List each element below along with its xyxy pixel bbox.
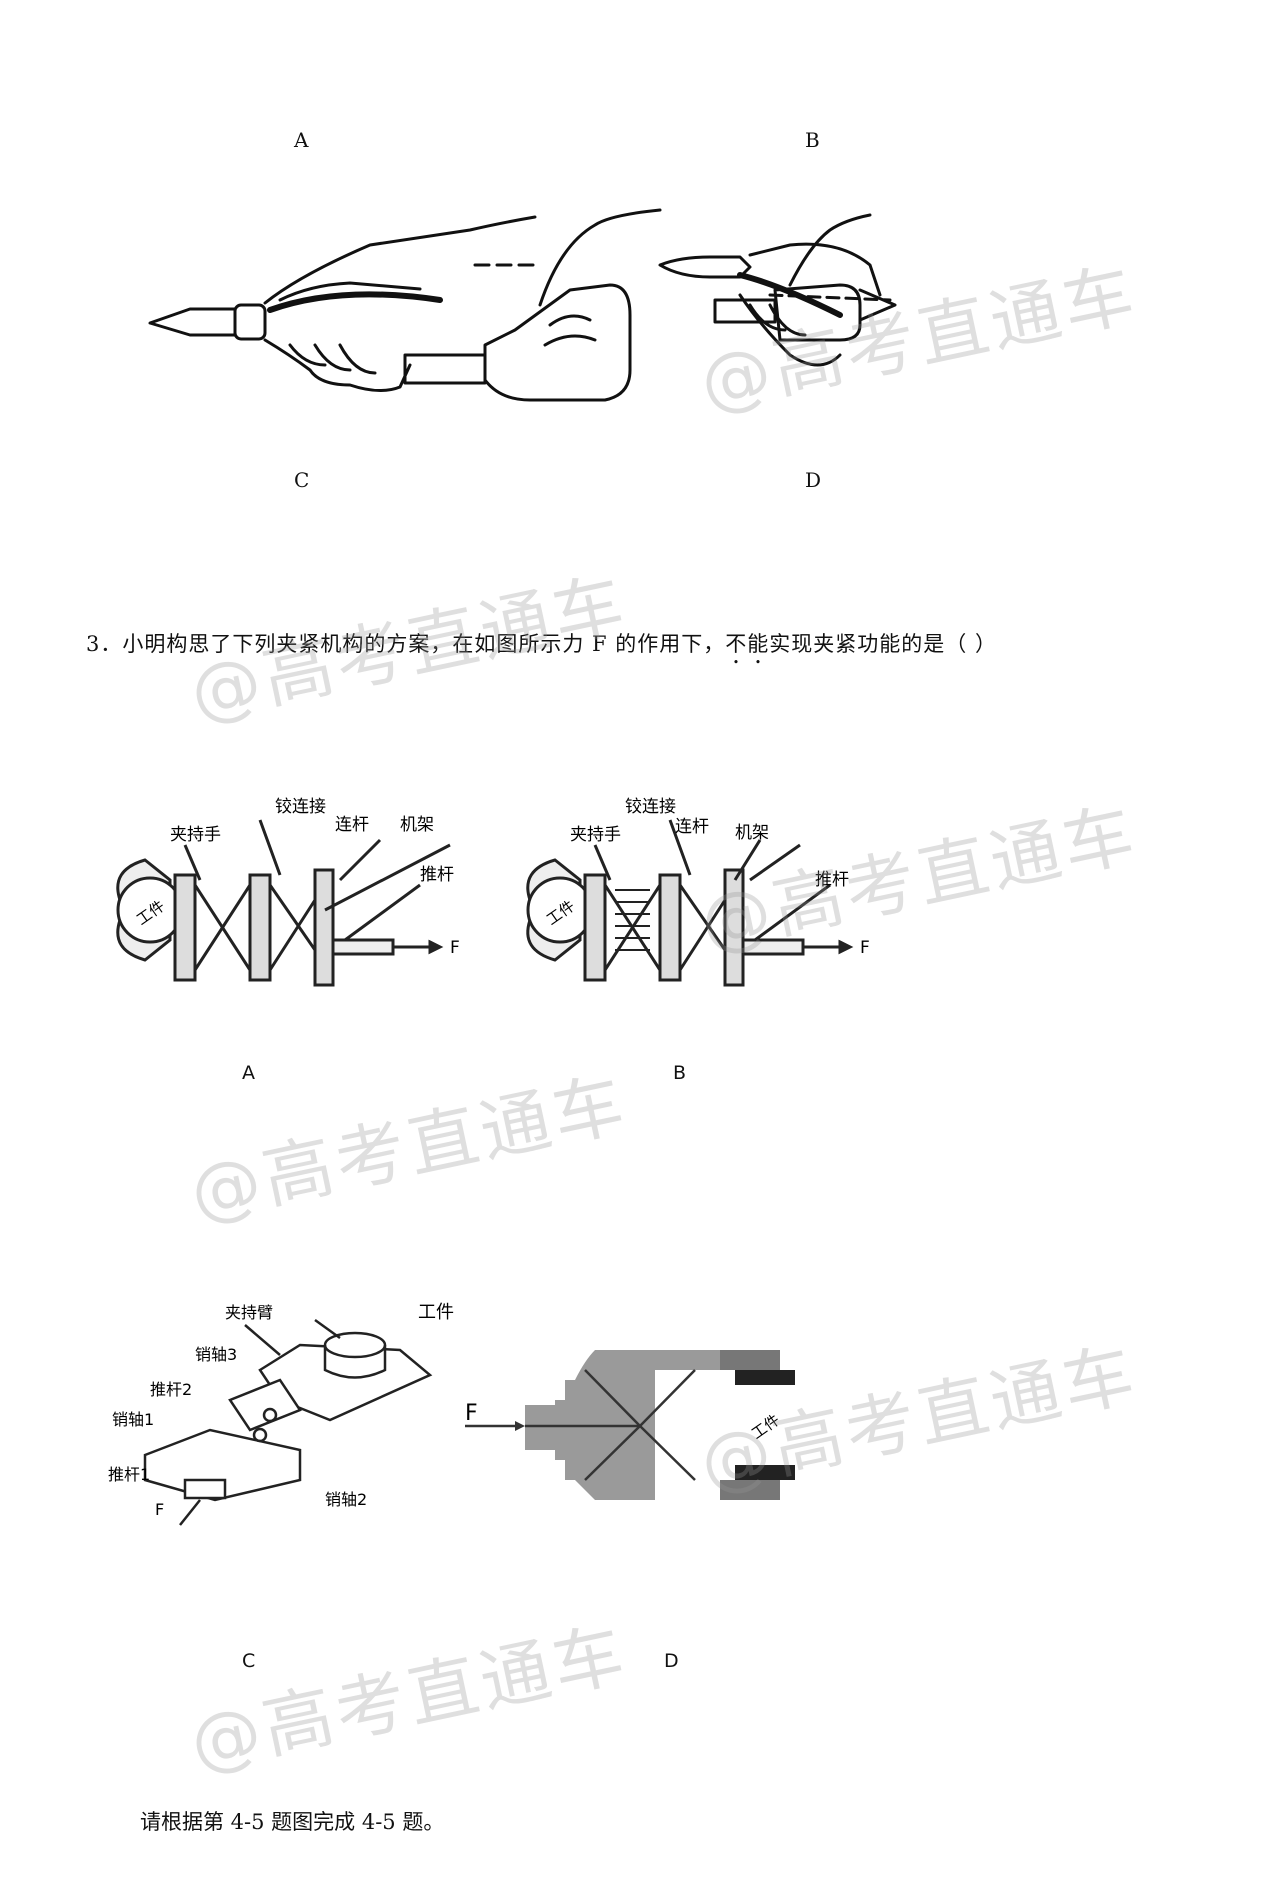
clamp-figure-a: 铰连接 夹持手 连杆 机架 推杆 F 工件: [116, 797, 460, 987]
hinge-label-a: 铰连接: [275, 797, 326, 817]
watermark: @高考直通车: [183, 1612, 635, 1785]
figure-a-caption: A: [242, 1062, 255, 1084]
figure-c-caption: C: [242, 1650, 256, 1672]
question-3-text: 3．小明构思了下列夹紧机构的方案，在如图所示力 F 的作用下，不能实现夹紧功能的…: [86, 628, 997, 669]
question-3-emphasis: 不能: [725, 632, 770, 656]
clamp-figure-c: 夹持臂 工件 销轴3 推杆2 销轴1 推杆1 F 销轴2: [108, 1302, 454, 1526]
screwdriver-grip-illustrations: [148, 208, 897, 402]
pin1-label: 销轴1: [112, 1410, 154, 1429]
rod1-label: 推杆1: [108, 1465, 150, 1484]
workpiece-label-c: 工件: [418, 1302, 454, 1323]
rod2-label: 推杆2: [150, 1380, 192, 1399]
gripper-label-b: 夹持手: [570, 825, 621, 845]
force-label-d: F: [465, 1401, 478, 1426]
pin3-label: 销轴3: [195, 1345, 237, 1364]
question-3-tail: 实现夹紧功能的是（ ）: [769, 632, 997, 656]
force-label-c: F: [155, 1500, 164, 1519]
hinge-label-b: 铰连接: [625, 797, 676, 817]
question-3-stem: 3．小明构思了下列夹紧机构的方案，在如图所示力 F 的作用下，: [86, 632, 726, 656]
section-instruction: 请根据第 4-5 题图完成 4-5 题。: [140, 1810, 445, 1834]
push-rod-label-a: 推杆: [420, 865, 454, 885]
option-d-label: D: [805, 468, 822, 492]
force-label-a: F: [450, 938, 460, 958]
force-label-b: F: [860, 938, 870, 958]
push-rod-label-b: 推杆: [815, 870, 849, 890]
pin2-label: 销轴2: [325, 1490, 367, 1509]
clamp-figure-b: 铰连接 夹持手 连杆 机架 推杆 F 工件: [526, 797, 870, 987]
arm-label: 夹持臂: [225, 1303, 273, 1322]
figure-b-caption: B: [673, 1062, 687, 1084]
option-c-label: C: [294, 468, 310, 492]
link-label-a: 连杆: [335, 815, 369, 835]
clamp-figure-d: F 工件: [465, 1350, 795, 1500]
figure-d-caption: D: [664, 1650, 679, 1672]
option-b-label: B: [805, 128, 820, 152]
option-a-label: A: [294, 128, 309, 152]
gripper-label-a: 夹持手: [170, 825, 221, 845]
frame-label-a: 机架: [400, 815, 434, 835]
frame-label-b: 机架: [735, 823, 769, 843]
link-label-b: 连杆: [675, 817, 709, 837]
